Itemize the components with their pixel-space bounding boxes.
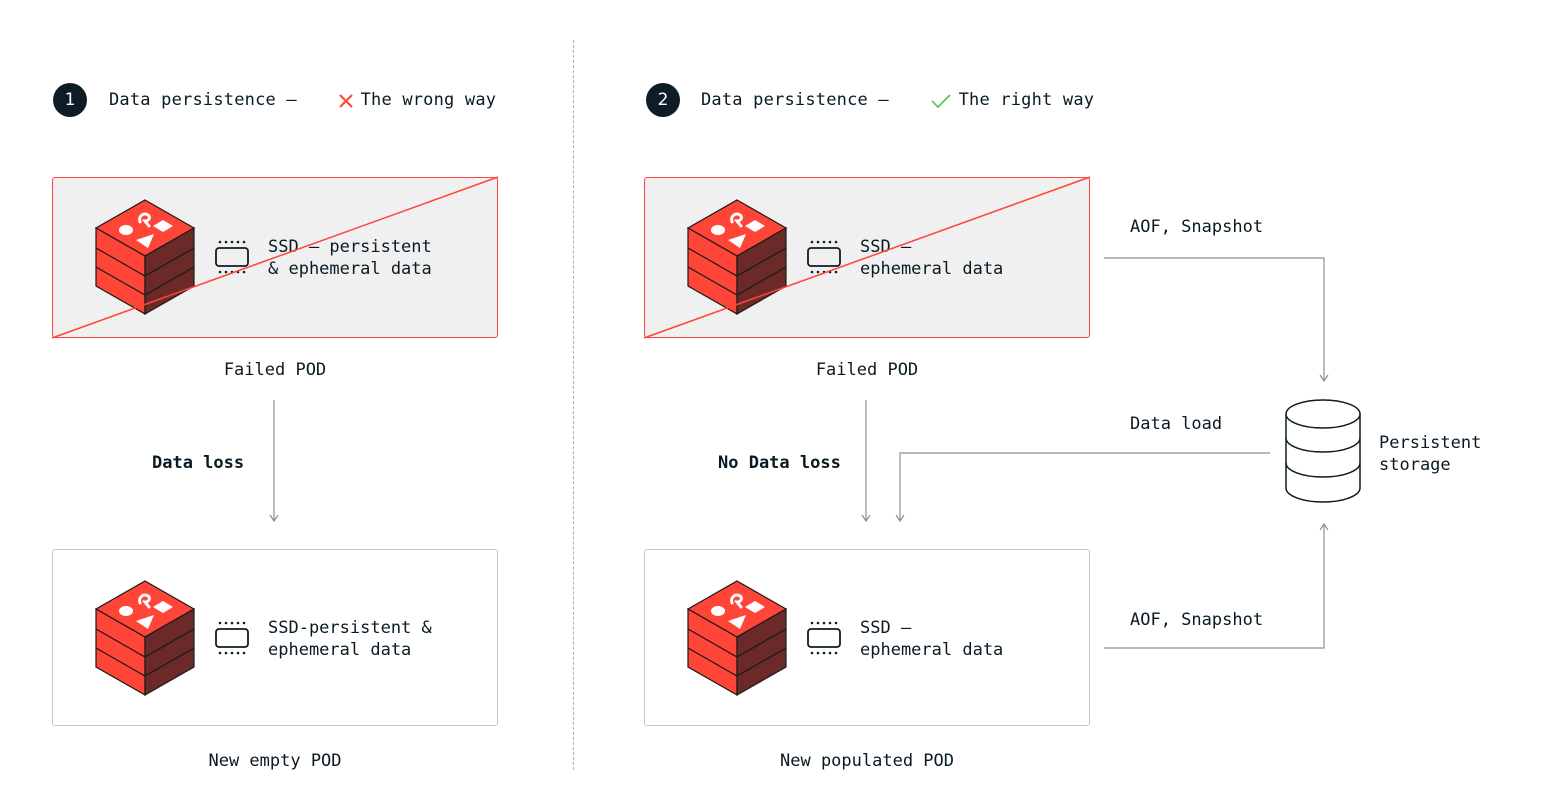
left-transition-arrow	[269, 400, 279, 523]
ssd-chip-icon	[807, 621, 841, 655]
left-title-status: The wrong way	[360, 90, 497, 110]
left-title: Data persistence – The wrong way	[109, 90, 496, 113]
left-new-ssd-label: SSD-persistent & ephemeral data	[268, 618, 432, 660]
ssd-chip-icon	[215, 621, 249, 655]
redis-cube-icon	[94, 580, 196, 697]
right-new-ssd-label: SSD – ephemeral data	[860, 618, 1004, 660]
right-title: Data persistence – The right way	[701, 90, 1094, 113]
left-transition-label: Data loss	[152, 453, 245, 473]
ssd-chip-icon	[215, 240, 249, 274]
flow-load-label: Data load	[1130, 414, 1223, 434]
right-failed-caption: Failed POD	[815, 360, 919, 380]
right-title-status: The right way	[958, 90, 1095, 110]
section-divider	[573, 40, 574, 770]
step-badge-2: 2	[646, 83, 680, 117]
right-transition-label: No Data loss	[718, 453, 841, 473]
right-transition-arrow	[861, 400, 871, 523]
left-failed-caption: Failed POD	[223, 360, 327, 380]
step-badge-1: 1	[53, 83, 87, 117]
failed-strike-line	[51, 176, 499, 339]
database-icon	[1285, 399, 1361, 503]
redis-cube-icon	[686, 199, 788, 316]
right-new-caption: New populated POD	[780, 751, 954, 771]
failed-strike-line	[643, 176, 1091, 339]
cross-icon	[338, 93, 353, 113]
flow-top-label: AOF, Snapshot	[1130, 217, 1264, 237]
check-icon	[930, 93, 951, 113]
storage-label: Persistent storage	[1379, 433, 1482, 475]
left-failed-ssd-label: SSD – persistent & ephemeral data	[268, 237, 432, 279]
ssd-chip-icon	[807, 240, 841, 274]
right-title-prefix: Data persistence –	[701, 90, 889, 110]
left-new-caption: New empty POD	[208, 751, 342, 771]
left-title-prefix: Data persistence –	[109, 90, 297, 110]
redis-cube-icon	[686, 580, 788, 697]
flow-bottom-label: AOF, Snapshot	[1130, 610, 1264, 630]
redis-cube-icon	[94, 199, 196, 316]
